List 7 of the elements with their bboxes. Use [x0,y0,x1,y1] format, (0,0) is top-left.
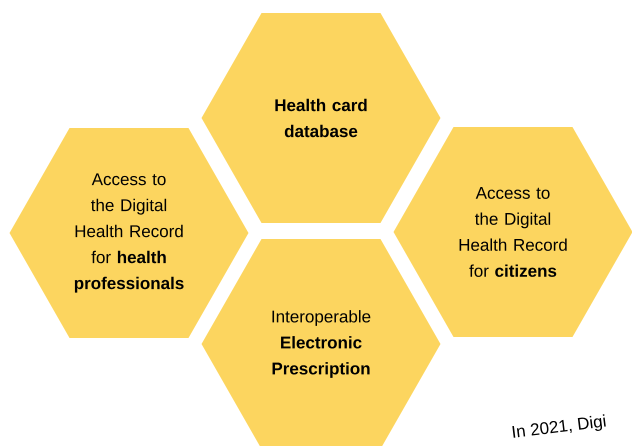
hexagon: Access to the Digital Health Record for health professionals [10,128,248,338]
note-text: In 2021, Digi [512,414,606,438]
node-label: Access to the Digital Health Record for health professionals [74,173,184,293]
node-label: Access to the Digital Health Record for citizens [460,187,567,277]
hexagon: Access to the Digital Health Record for citizens [394,127,632,337]
hexagon: Health card database [202,13,440,223]
hexagon: Interoperable Electronic Prescription [202,239,440,446]
